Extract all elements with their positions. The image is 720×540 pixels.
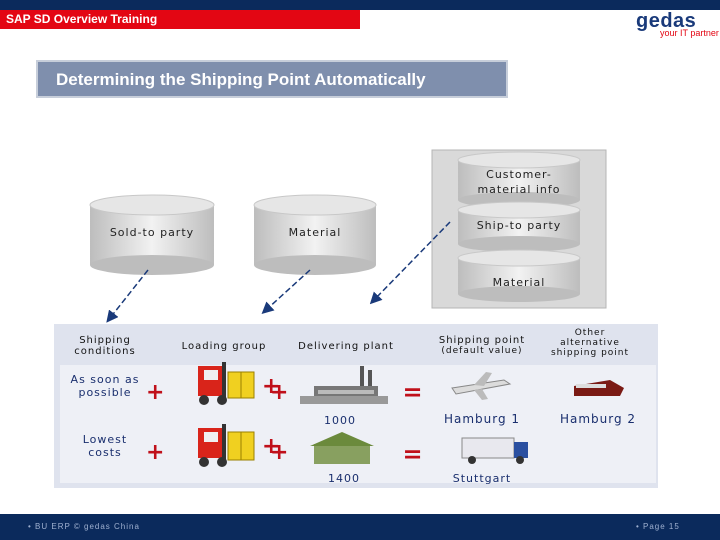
gedas-logo: gedas your IT partner — [634, 10, 720, 38]
airplane-icon — [451, 372, 512, 400]
other-shipping-point-header: Other alternative shipping point — [550, 328, 630, 358]
plus-sign: + — [262, 434, 282, 459]
plus-sign: + — [262, 374, 282, 399]
arrow-ship-to-party — [369, 221, 451, 305]
course-title: SAP SD Overview Training — [6, 12, 158, 26]
plant-1000: 1000 — [324, 414, 356, 427]
shipping-point-header: Shipping point (default value) — [438, 335, 526, 356]
shipping-conditions-header: Shipping conditions — [74, 335, 136, 357]
ship-to-party-cylinder: Ship-to party — [457, 201, 581, 252]
shipping-point-hamburg-1: Hamburg 1 — [443, 412, 521, 426]
equals-sign: = — [402, 440, 424, 468]
material-2-label: Material — [493, 276, 546, 289]
course-title-bar: SAP SD Overview Training — [0, 10, 360, 29]
warehouse-icon — [310, 432, 374, 464]
logo-tagline: your IT partner — [660, 28, 719, 38]
footer-bar: • BU ERP © gedas China • Page 15 — [0, 514, 720, 540]
material-cylinder-2: Material — [457, 249, 581, 302]
loading-group-header: Loading group — [181, 341, 267, 352]
logo-name: gedas — [636, 10, 697, 32]
plus-sign: + — [270, 440, 290, 465]
forklift-icon — [198, 362, 255, 405]
truck-icon — [461, 437, 528, 464]
shipping-point-stuttgart: Stuttgart — [452, 472, 512, 485]
plus-sign: + — [270, 380, 290, 405]
material-cylinder: Material — [253, 194, 377, 275]
factory-icon — [300, 366, 388, 404]
equals-sign: = — [402, 378, 424, 406]
arrow-sold-to-party — [106, 269, 149, 323]
footer-copyright: • BU ERP © gedas China — [28, 522, 140, 531]
forklift-icon — [198, 424, 255, 467]
customer-material-info-label-1: Customer- — [486, 168, 552, 181]
material-label: Material — [289, 226, 342, 239]
alternative-hamburg-2: Hamburg 2 — [559, 412, 637, 426]
plant-1400: 1400 — [328, 472, 360, 485]
condition-lowest-costs: Lowest costs — [82, 433, 128, 459]
customer-material-info-cylinder: Customer- material info — [457, 151, 581, 208]
condition-asap: As soon as possible — [70, 373, 140, 399]
top-bar — [0, 0, 720, 10]
ship-to-party-label: Ship-to party — [477, 219, 562, 232]
slide-title-box: Determining the Shipping Point Automatic… — [36, 60, 508, 98]
plus-sign: + — [146, 440, 166, 465]
train-icon — [574, 380, 624, 396]
customer-material-info-label-2: material info — [477, 183, 560, 196]
arrow-material — [261, 269, 311, 315]
slide-title: Determining the Shipping Point Automatic… — [56, 70, 426, 89]
sold-to-party-label: Sold-to party — [110, 226, 194, 239]
delivering-plant-header: Delivering plant — [298, 341, 394, 352]
sold-to-party-cylinder: Sold-to party — [89, 194, 215, 275]
plus-sign: + — [146, 380, 166, 405]
footer-page-number: • Page 15 — [636, 522, 680, 531]
